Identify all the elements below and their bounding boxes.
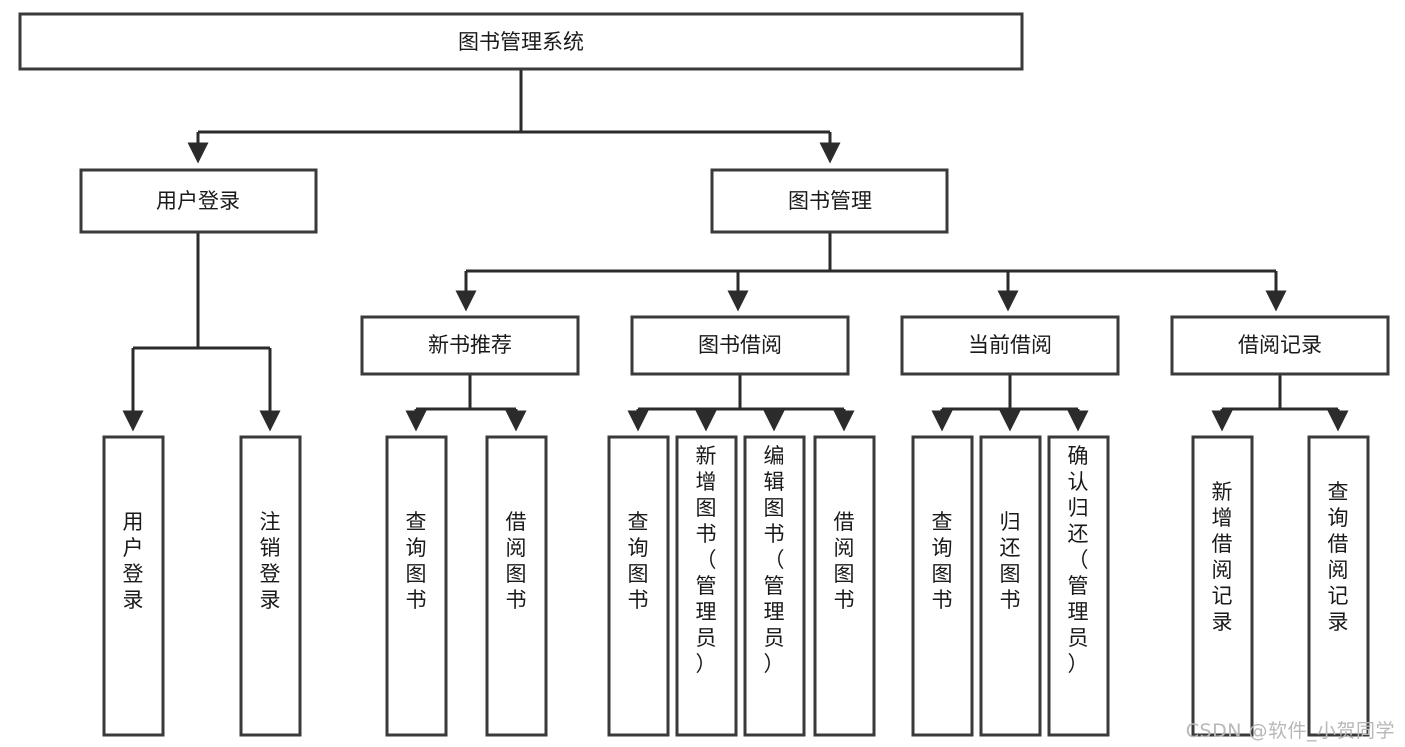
node-book-management-box <box>710 168 949 234</box>
node-root-box <box>18 12 1024 71</box>
leaf-current-borrow-1[interactable]: 查询图书 <box>911 435 974 737</box>
node-book-management[interactable]: 图书管理 <box>710 168 949 234</box>
leaf-book-borrow-3-box <box>743 435 806 737</box>
leaf-user-login-2-label: 注销登录 <box>260 510 281 612</box>
node-current-borrow[interactable]: 当前借阅 <box>900 315 1120 376</box>
leaf-current-borrow-2-label: 归还图书 <box>1000 510 1021 612</box>
node-new-book-recommend-label: 新书推荐 <box>428 333 512 357</box>
node-user-login-label: 用户登录 <box>156 189 240 213</box>
node-book-borrow-box <box>630 315 850 376</box>
leaf-user-login-1-box <box>102 435 165 737</box>
leaf-new-book-1-box <box>385 435 448 737</box>
leaf-book-borrow-2-box <box>675 435 738 737</box>
leaf-user-login-2[interactable]: 注销登录 <box>239 435 302 737</box>
leaf-book-borrow-2[interactable]: 新增图书（管理员） <box>675 435 738 737</box>
leaf-new-book-1[interactable]: 查询图书 <box>385 435 448 737</box>
node-new-book-recommend-box <box>360 315 580 376</box>
leaf-borrow-records-1[interactable]: 新增借阅记录 <box>1191 435 1254 737</box>
node-new-book-recommend[interactable]: 新书推荐 <box>360 315 580 376</box>
leaf-book-borrow-4-label: 借阅图书 <box>834 510 855 612</box>
leaf-current-borrow-3-box <box>1047 435 1110 737</box>
leaf-book-borrow-2-label: 新增图书（管理员） <box>696 444 717 676</box>
leaf-book-borrow-1[interactable]: 查询图书 <box>607 435 670 737</box>
leaf-user-login-1-label: 用户登录 <box>123 510 144 612</box>
leaf-book-borrow-3-label: 编辑图书（管理员） <box>764 444 785 676</box>
node-borrow-records-box <box>1170 315 1390 376</box>
leaf-book-borrow-1-box <box>607 435 670 737</box>
leaf-borrow-records-1-label: 新增借阅记录 <box>1212 480 1233 634</box>
node-user-login-box <box>79 168 318 234</box>
node-root-label: 图书管理系统 <box>458 30 584 54</box>
node-borrow-records[interactable]: 借阅记录 <box>1170 315 1390 376</box>
leaf-new-book-2-label: 借阅图书 <box>506 510 527 612</box>
node-book-borrow-label: 图书借阅 <box>698 333 782 357</box>
leaf-borrow-records-2[interactable]: 查询借阅记录 <box>1307 435 1370 737</box>
leaf-user-login-1[interactable]: 用户登录 <box>102 435 165 737</box>
node-book-borrow[interactable]: 图书借阅 <box>630 315 850 376</box>
leaf-current-borrow-1-label: 查询图书 <box>932 510 953 612</box>
node-book-management-label: 图书管理 <box>788 189 872 213</box>
leaf-new-book-1-label: 查询图书 <box>406 510 427 612</box>
node-root[interactable]: 图书管理系统 <box>18 12 1024 71</box>
edges-layer <box>122 69 1349 432</box>
node-current-borrow-box <box>900 315 1120 376</box>
leaf-current-borrow-2-box <box>979 435 1042 737</box>
leaf-new-book-2-box <box>485 435 548 737</box>
leaf-borrow-records-1-box <box>1191 435 1254 737</box>
leaf-book-borrow-1-label: 查询图书 <box>628 510 649 612</box>
leaf-current-borrow-1-box <box>911 435 974 737</box>
node-borrow-records-label: 借阅记录 <box>1238 333 1322 357</box>
leaf-book-borrow-4[interactable]: 借阅图书 <box>813 435 876 737</box>
leaf-book-borrow-3[interactable]: 编辑图书（管理员） <box>743 435 806 737</box>
node-user-login[interactable]: 用户登录 <box>79 168 318 234</box>
leaf-current-borrow-3[interactable]: 确认归还（管理员） <box>1047 435 1110 737</box>
leaf-borrow-records-2-box <box>1307 435 1370 737</box>
leaf-user-login-2-box <box>239 435 302 737</box>
leaf-book-borrow-4-box <box>813 435 876 737</box>
node-current-borrow-label: 当前借阅 <box>968 333 1052 357</box>
leaf-new-book-2[interactable]: 借阅图书 <box>485 435 548 737</box>
leaf-current-borrow-2[interactable]: 归还图书 <box>979 435 1042 737</box>
leaf-current-borrow-3-label: 确认归还（管理员） <box>1068 444 1089 676</box>
leaf-borrow-records-2-label: 查询借阅记录 <box>1328 480 1349 634</box>
